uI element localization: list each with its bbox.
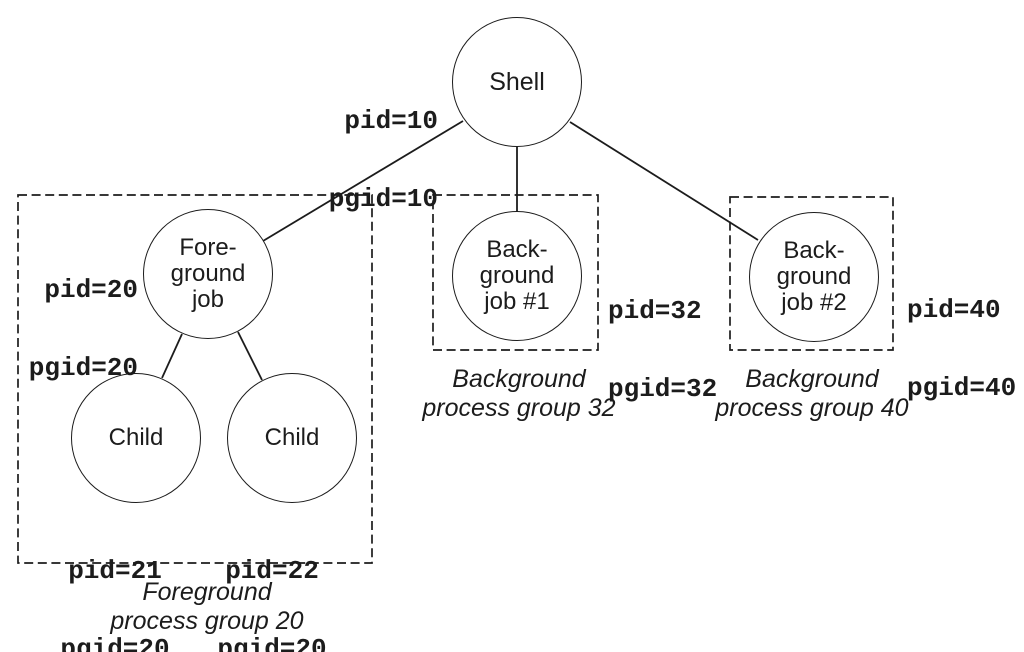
shell-pgid-label: pgid=10: [328, 184, 438, 214]
child-right-pid-label: pid=22: [225, 556, 319, 586]
background-group-40-caption-line2: process group 40: [715, 394, 909, 422]
child-left-node-label: Child: [108, 424, 164, 451]
background-job-2-label-line2: ground: [776, 263, 852, 290]
background-group-40-caption-line1: Background: [745, 365, 879, 393]
shell-pid-annotation: pid=10 pgid=10: [238, 56, 438, 264]
background-group-32-box: [432, 194, 599, 351]
background-job-2-pid-label: pid=40: [907, 295, 1001, 325]
background-job-2-pid-annotation: pid=40 pgid=40: [907, 245, 1016, 453]
foreground-job-label-line3: job: [191, 286, 224, 313]
child-left-pid-annotation: pid=21 pgid=20: [15, 506, 215, 652]
background-group-32-caption-line1: Background: [452, 365, 586, 393]
background-job-2-node: Back- ground job #2: [749, 212, 879, 342]
background-job-1-pid-label: pid=32: [608, 296, 702, 326]
background-job-1-pid-annotation: pid=32 pgid=32: [608, 246, 717, 454]
foreground-job-node-label: Fore- ground job: [171, 235, 246, 313]
foreground-group-caption-line1: Foreground: [142, 578, 272, 606]
shell-node: Shell: [452, 17, 582, 147]
background-job-1-label-line3: job #1: [484, 288, 550, 315]
edge-foreground-job-to-child-left: [161, 333, 183, 379]
edge-shell-to-foreground-job: [262, 120, 464, 242]
child-left-pid-label: pid=21: [68, 556, 162, 586]
edge-foreground-job-to-child-right: [237, 331, 263, 381]
foreground-group-caption: Foreground process group 20: [57, 578, 357, 636]
background-job-2-label-line1: Back-: [783, 237, 845, 264]
foreground-job-pgid-label: pgid=20: [28, 353, 138, 383]
child-right-node-label: Child: [264, 424, 320, 451]
child-right-pgid-label: pgid=20: [217, 634, 327, 652]
background-group-40-caption: Background process group 40: [662, 365, 962, 423]
background-job-1-label-line2: ground: [479, 262, 555, 289]
background-job-1-label-line1: Back-: [486, 236, 548, 263]
foreground-job-label-line1: Fore-: [179, 234, 237, 261]
edge-shell-to-background-job-2: [569, 121, 759, 241]
foreground-job-label-line2: ground: [170, 260, 246, 287]
foreground-group-caption-line2: process group 20: [110, 607, 304, 635]
background-group-40-box: [729, 196, 894, 351]
foreground-job-pid-label: pid=20: [44, 275, 138, 305]
background-job-2-label-line3: job #2: [781, 289, 847, 316]
foreground-group-box: [17, 194, 373, 564]
background-job-1-node-label: Back- ground job #1: [480, 237, 555, 315]
background-job-1-pgid-label: pgid=32: [608, 374, 718, 404]
background-job-1-node: Back- ground job #1: [452, 211, 582, 341]
shell-pid-label: pid=10: [344, 106, 438, 136]
child-right-pid-annotation: pid=22 pgid=20: [172, 506, 372, 652]
background-group-32-caption: Background process group 32: [369, 365, 669, 423]
foreground-job-node: Fore- ground job: [143, 209, 273, 339]
child-left-node: Child: [71, 373, 201, 503]
foreground-job-pid-annotation: pid=20 pgid=20: [0, 225, 138, 433]
background-job-2-node-label: Back- ground job #2: [777, 238, 852, 316]
background-group-32-caption-line2: process group 32: [422, 394, 616, 422]
child-right-node: Child: [227, 373, 357, 503]
child-left-pgid-label: pgid=20: [60, 634, 170, 652]
background-job-2-pgid-label: pgid=40: [907, 373, 1017, 403]
shell-node-label: Shell: [489, 68, 545, 96]
